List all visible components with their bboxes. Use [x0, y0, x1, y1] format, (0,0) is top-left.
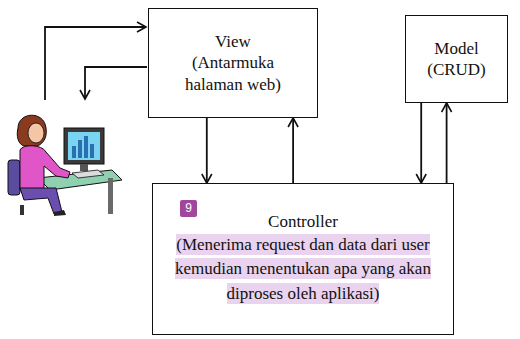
controller-box: Controller(Menerima request dan data dar… — [152, 183, 454, 335]
user-request-arrow — [45, 27, 146, 100]
model-box: Model(CRUD) — [405, 15, 508, 103]
node-title: View — [215, 31, 251, 52]
flow-arrow — [446, 103, 448, 183]
callout-number: 9 — [180, 200, 197, 217]
node-title: Controller — [268, 211, 338, 232]
user-response-arrow — [85, 67, 147, 99]
flow-arrow — [420, 103, 422, 183]
flow-arrow — [292, 118, 294, 183]
node-description: (CRUD) — [427, 59, 486, 80]
flow-arrow — [206, 118, 208, 183]
node-description: (Antarmuka halaman web) — [167, 52, 299, 95]
node-description: (Menerima request dan data dari user kem… — [175, 234, 431, 304]
view-box: View(Antarmuka halaman web) — [148, 8, 318, 118]
description-wrap: (Menerima request dan data dari user kem… — [172, 233, 434, 307]
node-title: Model — [434, 38, 478, 59]
